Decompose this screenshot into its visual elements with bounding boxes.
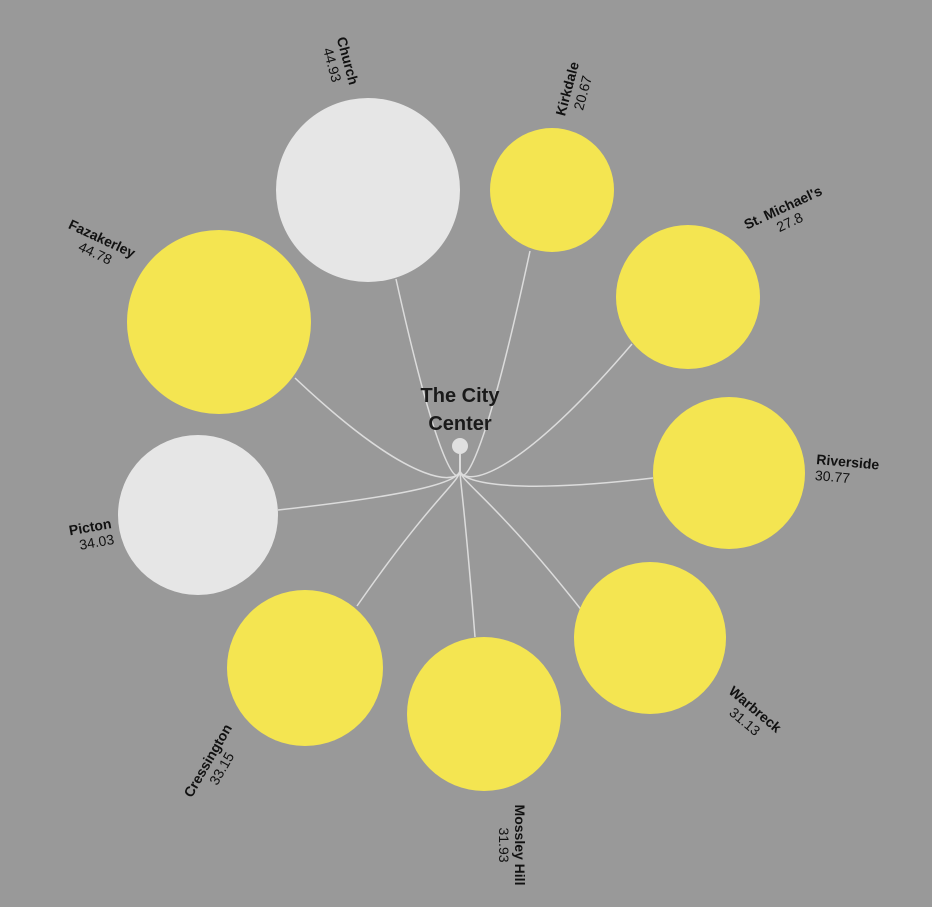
node-name-riverside: Riverside	[816, 451, 880, 472]
link-st-michael-s	[459, 343, 633, 478]
center-title-line1: The City	[421, 385, 501, 407]
link-church	[395, 278, 461, 477]
nodes-layer	[118, 98, 805, 791]
node-riverside[interactable]	[653, 397, 805, 549]
node-name-mossley-hill: Mossley Hill	[512, 805, 528, 886]
link-riverside	[459, 454, 654, 487]
link-picton	[277, 454, 461, 511]
label-st-michael-s: St. Michael's27.8	[741, 182, 824, 235]
node-mossley-hill[interactable]	[407, 637, 561, 791]
node-kirkdale[interactable]	[490, 128, 614, 252]
center-title-line2: Center	[428, 413, 492, 435]
node-value-riverside: 30.77	[814, 467, 851, 486]
node-picton[interactable]	[118, 435, 278, 595]
center-node[interactable]	[452, 438, 468, 454]
node-value-picton: 34.03	[78, 531, 115, 553]
link-kirkdale	[459, 250, 531, 477]
link-warbreck	[459, 454, 584, 613]
node-fazakerley[interactable]	[127, 230, 311, 414]
node-st-michael-s[interactable]	[616, 225, 760, 369]
node-value-mossley-hill: 31.93	[496, 827, 512, 862]
node-warbreck[interactable]	[574, 562, 726, 714]
node-church[interactable]	[276, 98, 460, 282]
links-layer	[277, 250, 654, 638]
node-cressington[interactable]	[227, 590, 383, 746]
link-fazakerley	[294, 377, 461, 479]
node-name-picton: Picton	[68, 515, 113, 538]
